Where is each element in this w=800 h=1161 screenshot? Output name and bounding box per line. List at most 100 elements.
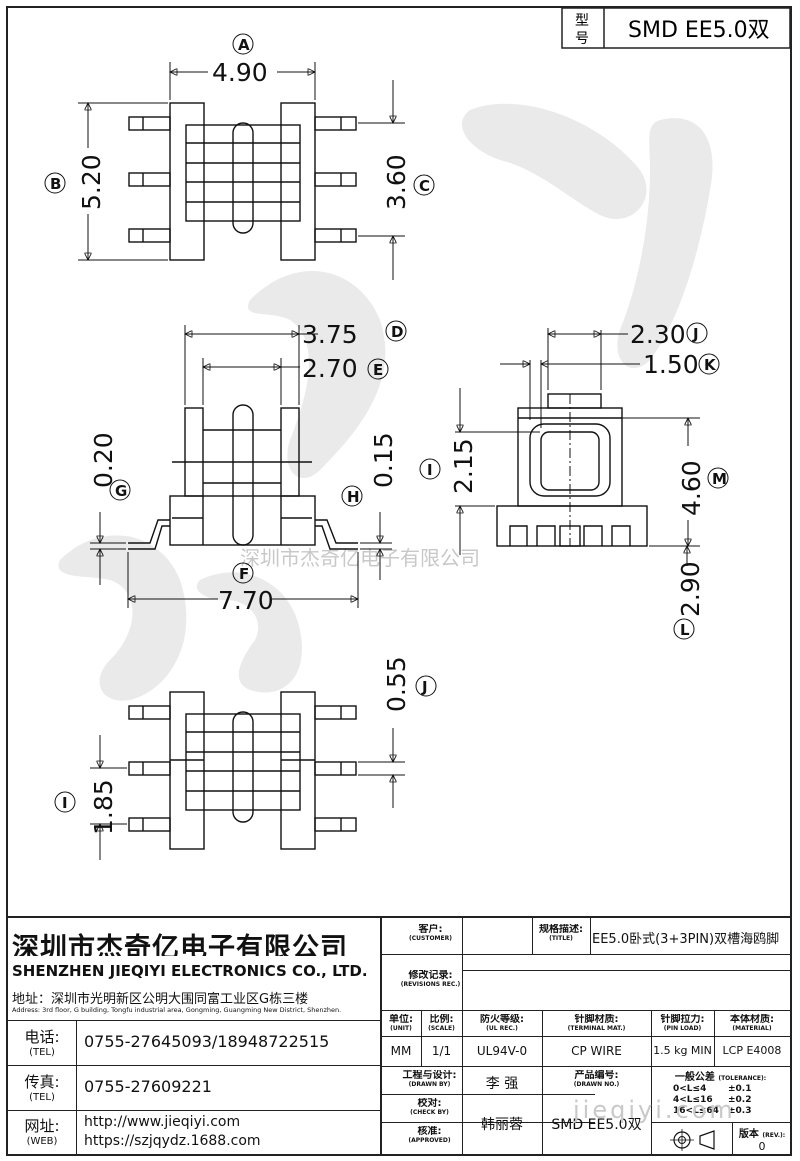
tolerance-row: 0<L≤4±0.1 <box>673 1084 752 1094</box>
watermark-center-text: 深圳市杰奇亿电子有限公司 <box>240 546 480 570</box>
dim-I-side-letter: I <box>427 461 433 479</box>
approved-value: 韩丽蓉 <box>481 1117 523 1133</box>
dim-H-letter: H <box>347 488 360 506</box>
dim-A: 4.90 A <box>170 33 315 87</box>
dim-H: 0.15 H <box>341 432 398 580</box>
scale-value: 1/1 <box>431 1044 452 1058</box>
title-label-en: (TITLE) <box>549 935 573 942</box>
dim-J-top: 2.30 J <box>548 320 708 349</box>
pinload-label-en: (PIN LOAD) <box>663 1025 702 1032</box>
tel-value: 0755-27645093/18948722515 <box>84 1032 330 1051</box>
approved-label-cell: 核准: (APPROVED) <box>381 1126 462 1150</box>
tolerance-label-en: (TOLERANCE): <box>718 1075 767 1082</box>
dim-E: 2.70 E <box>203 354 389 383</box>
unit-label-en: (UNIT) <box>390 1025 412 1032</box>
scale-label: 比例: <box>429 1014 454 1025</box>
approved-label-en: (APPROVED) <box>408 1137 451 1144</box>
company-name-cn: 深圳市杰奇亿电子有限公司 <box>12 933 348 956</box>
model-label-1: 型 <box>575 13 589 29</box>
revisions-label-en: (REVISIONS REC.) <box>400 981 461 988</box>
dim-G-value: 0.20 <box>89 432 118 488</box>
tolerance-label: 一般公差 <box>674 1072 715 1082</box>
top-view <box>78 62 405 261</box>
model-value: SMD EE5.0双 <box>628 18 770 43</box>
tolerance-row: 4<L≤16±0.2 <box>673 1095 752 1105</box>
web-label: 网址: <box>24 1117 60 1135</box>
dim-J-top-value: 2.30 <box>630 320 686 349</box>
dim-M-value: 4.60 <box>677 460 706 516</box>
dim-K-value: 1.50 <box>643 350 699 379</box>
dim-M: 4.60 M <box>677 418 729 546</box>
revisions-label-cell: 修改记录: (REVISIONS REC.) <box>381 970 462 998</box>
rev-value: 0 <box>758 1140 766 1153</box>
scale-label-cell: 比例: (SCALE) <box>421 1014 462 1036</box>
tolerance-row: 16<L≤64±0.3 <box>673 1106 752 1116</box>
unit-label-cell: 单位: (UNIT) <box>381 1014 421 1036</box>
dim-D-letter: D <box>391 323 403 341</box>
title-value: EE5.0卧式(3+3PIN)双槽海鸥脚 <box>592 932 780 947</box>
check-label: 校对: <box>417 1098 442 1109</box>
drawn-label-cell: 工程与设计: (DRAWN BY) <box>381 1070 462 1094</box>
dim-J-top-letter: J <box>692 325 699 343</box>
dim-A-value: 4.90 <box>212 58 268 87</box>
dim-D: 3.75 D <box>185 320 407 349</box>
web-link-1[interactable]: http://www.jieqiyi.com <box>84 1114 241 1130</box>
check-label-cell: 校对: (CHECK BY) <box>381 1098 462 1122</box>
dim-G: 0.20 G <box>89 432 131 585</box>
technical-drawing: 深圳市杰奇亿电子有限公司 型 号 SMD EE5.0双 <box>44 7 791 860</box>
dim-B-value: 5.20 <box>77 154 106 210</box>
revisions-label: 修改记录: <box>408 970 453 981</box>
dim-J-bottom-letter: J <box>421 678 428 696</box>
dim-M-letter: M <box>712 470 727 488</box>
dim-I-bottom: 1.85 I <box>54 735 118 860</box>
dim-H-value: 0.15 <box>369 432 398 488</box>
dim-C: 3.60 C <box>382 80 435 280</box>
dim-F-value: 7.70 <box>218 586 274 615</box>
dim-D-value: 3.75 <box>302 320 358 349</box>
drawing-no-value: SMD EE5.0双 <box>551 1117 642 1133</box>
dim-C-letter: C <box>419 177 430 195</box>
dim-K: 1.50 K <box>500 350 720 379</box>
ul-label-cell: 防火等级: (UL REC.) <box>462 1014 542 1036</box>
title-block: 深圳市杰奇亿电子有限公司 SHENZHEN JIEQIYI ELECTRONIC… <box>8 916 790 1156</box>
web-link-2[interactable]: https://szjqydz.1688.com <box>84 1133 261 1149</box>
title-label: 规格描述: <box>539 924 583 935</box>
front-view <box>455 328 700 547</box>
terminal-label-en: (TERMINAL MAT.) <box>567 1025 626 1032</box>
fax-label-cell: 传真: (TEL) <box>8 1071 76 1107</box>
dim-C-value: 3.60 <box>382 154 411 210</box>
dim-I-bottom-value: 1.85 <box>89 779 118 835</box>
fax-label-en: (TEL) <box>29 1092 55 1103</box>
tel-label-en: (TEL) <box>29 1047 55 1058</box>
unit-label: 单位: <box>389 1014 413 1025</box>
model-label-2: 号 <box>575 31 589 47</box>
material-label-en: (MATERIAL) <box>732 1025 772 1032</box>
pinload-value: 1.5 kg MIN <box>653 1044 712 1057</box>
dim-I-side-value: 2.15 <box>449 438 478 494</box>
terminal-label-cell: 针脚材质: (TERMINAL MAT.) <box>542 1014 651 1036</box>
projection-symbol-icon <box>670 1129 715 1151</box>
rev-label: 版本 <box>738 1129 759 1139</box>
material-label: 本体材质: <box>730 1014 774 1025</box>
pinload-label-cell: 针脚拉力: (PIN LOAD) <box>651 1014 714 1036</box>
dim-L-letter: L <box>680 621 690 639</box>
fax-label: 传真: <box>24 1073 60 1091</box>
dim-A-letter: A <box>238 36 250 54</box>
material-label-cell: 本体材质: (MATERIAL) <box>714 1014 790 1036</box>
drawn-label: 工程与设计: <box>402 1070 457 1081</box>
drawn-value: 李 强 <box>485 1076 519 1092</box>
material-value: LCP E4008 <box>722 1044 782 1057</box>
drawing-no-label: 产品编号: <box>574 1070 619 1081</box>
rev-label-en: (REV.): <box>762 1132 786 1139</box>
dim-B: 5.20 B <box>44 103 106 260</box>
dim-J-bottom: 0.55 J <box>382 656 437 808</box>
dim-F-letter: F <box>239 565 249 583</box>
drawing-no-label-cell: 产品编号: (DRAWN NO.) <box>542 1070 651 1094</box>
scale-label-en: (SCALE) <box>428 1025 455 1032</box>
tolerance-table: 0<L≤4±0.1 4<L≤16±0.2 16<L≤64±0.3 <box>673 1084 790 1122</box>
ul-label-en: (UL REC.) <box>486 1025 518 1032</box>
check-label-en: (CHECK BY) <box>410 1109 449 1116</box>
web-label-en: (WEB) <box>26 1136 58 1147</box>
dim-I-side: 2.15 I <box>419 388 478 555</box>
tel-label: 电话: <box>24 1028 60 1046</box>
